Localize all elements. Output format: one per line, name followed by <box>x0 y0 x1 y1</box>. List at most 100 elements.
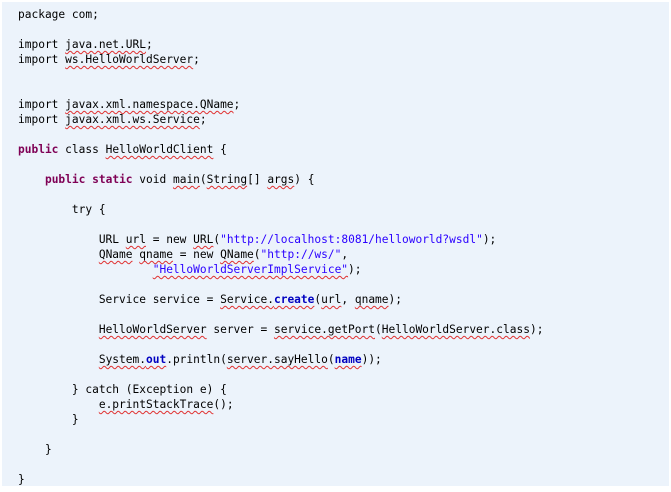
code-line <box>18 217 543 232</box>
code-line <box>18 427 543 442</box>
code-token: javax.xml.namespace.QName <box>65 98 234 111</box>
code-line <box>18 277 543 292</box>
code-token: ( <box>253 248 261 261</box>
code-token <box>18 248 99 261</box>
code-editor[interactable]: package com; import java.net.URL;import … <box>2 2 669 486</box>
code-token: Service. <box>220 293 274 306</box>
code-token: HelloWorldServer <box>98 323 207 336</box>
code-line <box>18 337 543 352</box>
code-line: URL url = new URL("http://localhost:8081… <box>18 232 543 247</box>
code-token: { <box>213 143 227 156</box>
code-line: e.printStackTrace(); <box>18 397 543 412</box>
code-line <box>18 82 543 97</box>
code-token: ( <box>213 233 221 246</box>
code-line: HelloWorldServer server = service.getPor… <box>18 322 544 337</box>
code-token: Service service = <box>18 293 221 306</box>
code-line <box>18 157 543 172</box>
code-line: import javax.xml.namespace.QName; <box>18 97 543 112</box>
code-token: ( <box>327 353 335 366</box>
code-line: try { <box>18 202 543 217</box>
code-token: ws.HelloWorldServer <box>65 53 194 66</box>
code-token: ; <box>193 53 200 66</box>
code-token: main <box>172 173 200 186</box>
code-token: ( <box>199 173 207 186</box>
code-line: import ws.HelloWorldServer; <box>18 52 543 67</box>
code-token: service.getPort <box>273 323 376 336</box>
code-line: System.out.println(server.sayHello(name)… <box>18 352 543 367</box>
code-line <box>18 457 543 472</box>
code-line <box>18 307 543 322</box>
code-token: ); <box>388 293 403 306</box>
code-token: ); <box>482 233 497 246</box>
code-token: e.printStackTrace <box>98 398 214 411</box>
code-token: import <box>18 53 66 66</box>
code-token: } <box>18 413 79 426</box>
code-token: } <box>18 443 52 456</box>
code-token: import <box>18 98 66 111</box>
code-line: public class HelloWorldClient { <box>18 142 543 157</box>
code-line: import java.net.URL; <box>18 37 543 52</box>
code-listing[interactable]: package com; import java.net.URL;import … <box>18 7 543 486</box>
code-token: ( <box>375 323 382 336</box>
code-token: = new <box>146 233 194 246</box>
code-token: System. <box>98 353 146 366</box>
code-token: ( <box>314 293 322 306</box>
code-token: out <box>145 353 167 366</box>
code-token <box>18 398 99 411</box>
code-line: } <box>18 472 543 486</box>
code-token: , <box>341 248 349 261</box>
code-token <box>18 323 99 336</box>
code-token: import <box>18 38 66 51</box>
code-token: ; <box>145 38 153 51</box>
code-token: public <box>44 173 86 186</box>
code-token: ) { <box>294 173 315 186</box>
code-line: } catch (Exception e) { <box>18 382 543 397</box>
code-token: ; <box>233 98 241 111</box>
code-token: try { <box>18 203 106 216</box>
code-token: void <box>132 173 173 186</box>
code-token <box>18 173 45 186</box>
code-token: "HelloWorldServerImplService" <box>152 263 349 276</box>
code-token: javax.xml.ws.Service <box>65 113 200 126</box>
code-line: "HelloWorldServerImplService"); <box>18 262 543 277</box>
code-token: public <box>18 143 59 156</box>
code-token: ); <box>348 263 362 276</box>
code-line <box>18 187 543 202</box>
code-token: .println( <box>166 353 227 366</box>
code-token: QName <box>220 248 254 261</box>
code-token: = new <box>172 248 221 261</box>
code-token: "http://ws/" <box>260 248 342 261</box>
code-token: ; <box>199 113 207 126</box>
code-token: java.net.URL <box>65 38 146 51</box>
code-token: server.sayHello <box>226 353 328 366</box>
code-token: name <box>334 353 362 366</box>
code-token: (); <box>213 398 234 411</box>
code-line: } <box>18 412 543 427</box>
code-token: url <box>321 293 342 306</box>
code-token: url <box>125 233 146 246</box>
code-token: qname <box>139 248 173 261</box>
code-token: args <box>267 173 295 186</box>
code-line: import javax.xml.ws.Service; <box>18 112 543 127</box>
code-token: } <box>18 473 25 486</box>
code-token: [] <box>247 173 268 186</box>
code-token: )); <box>361 353 382 366</box>
code-token: "http://localhost:8081/helloworld?wsdl" <box>220 233 483 246</box>
code-token: class <box>58 143 106 156</box>
code-token: QName <box>98 248 133 261</box>
code-line: public static void main(String[] args) { <box>18 172 543 187</box>
code-token: server = <box>206 323 274 336</box>
code-line: package com; <box>18 7 543 22</box>
code-token: import <box>18 113 66 126</box>
code-token: URL <box>18 233 126 246</box>
code-line <box>18 67 543 82</box>
code-token: , <box>341 293 355 306</box>
code-token: String <box>206 173 248 186</box>
code-token: package com; <box>18 8 99 21</box>
code-line <box>18 367 543 382</box>
code-line: } <box>18 442 543 457</box>
code-token: qname <box>354 293 389 306</box>
code-token: } catch (Exception e) { <box>18 383 227 396</box>
code-token <box>18 353 99 366</box>
code-token: HelloWorldClient <box>105 143 214 156</box>
